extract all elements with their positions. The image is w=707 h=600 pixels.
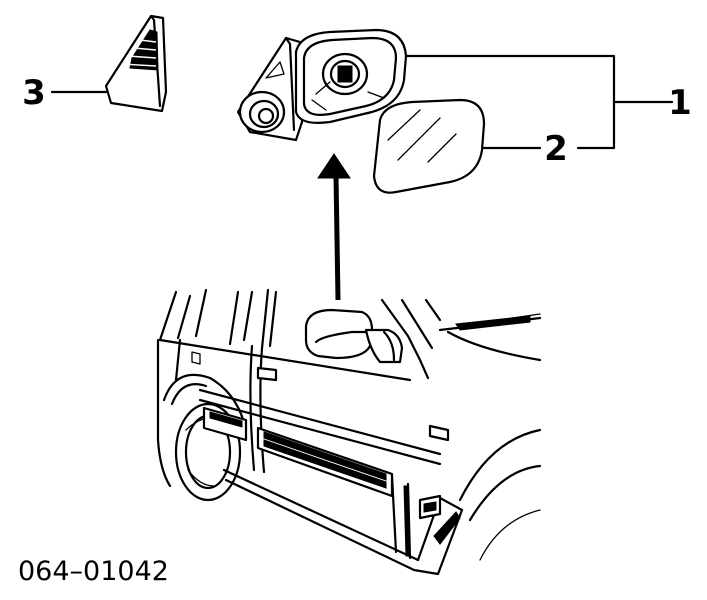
part-1-mirror-housing (236, 28, 408, 142)
assembly-arrow (317, 153, 351, 301)
diagram-part-number: 064–01042 (18, 556, 169, 587)
part-3-corner-cover (104, 14, 168, 113)
callout-2: 2 (544, 129, 568, 169)
car-body (156, 288, 542, 576)
callout-3: 3 (22, 73, 46, 113)
callout-1: 1 (668, 83, 692, 123)
part-2-mirror-glass (372, 98, 486, 194)
